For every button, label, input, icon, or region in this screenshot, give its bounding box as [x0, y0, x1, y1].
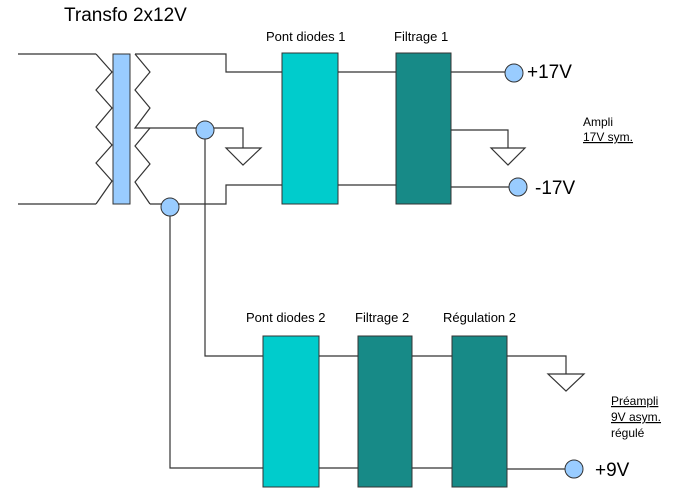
primary-coil	[95, 53, 113, 205]
center-tap-node	[195, 120, 215, 140]
wire-to-bridge2-top	[204, 130, 263, 357]
bridge-2-label: Pont diodes 2	[246, 310, 326, 325]
regulation-2-block	[451, 335, 508, 488]
bridge-2-block	[262, 335, 320, 488]
wire-to-bridge2-bottom	[169, 207, 263, 469]
ampli-note-line1: Ampli	[583, 115, 613, 129]
wire-ground3	[507, 355, 567, 374]
ground-symbol-3	[546, 373, 586, 392]
filter-1-label: Filtrage 1	[394, 29, 448, 44]
secondary-bottom-node	[160, 197, 180, 217]
preampli-note-line3: régulé	[611, 426, 645, 440]
transformer-core	[112, 53, 131, 205]
terminal-plus9	[564, 459, 584, 479]
output-plus9-label: +9V	[595, 460, 630, 481]
filter-1-block	[395, 52, 452, 205]
terminal-minus17	[508, 177, 528, 197]
wire-center-tap	[150, 127, 244, 148]
secondary-coil-bottom	[134, 127, 151, 205]
terminal-plus17	[504, 63, 524, 83]
transformer-title: Transfo 2x12V	[64, 5, 187, 26]
preampli-note-line2: 9V asym.	[611, 410, 661, 424]
transformer	[95, 53, 151, 205]
output-plus17-label: +17V	[527, 62, 572, 83]
preampli-note-line1: Préampli	[611, 394, 658, 408]
bridge-1-block	[281, 52, 339, 205]
output-minus17-label: -17V	[535, 178, 575, 199]
wires	[18, 53, 567, 470]
filter-2-block	[357, 335, 413, 488]
bridge-1-label: Pont diodes 1	[266, 29, 346, 44]
secondary-coil-top	[133, 53, 151, 129]
ampli-note-line2: 17V sym.	[583, 130, 633, 144]
regulation-2-label: Régulation 2	[443, 310, 516, 325]
filter-2-label: Filtrage 2	[355, 310, 409, 325]
wire-secondary-top	[135, 53, 282, 73]
wire-secondary-bottom	[150, 184, 282, 205]
wire-ground2	[451, 129, 509, 148]
ground-symbol-2	[489, 147, 527, 166]
ground-symbol-1	[224, 147, 263, 166]
